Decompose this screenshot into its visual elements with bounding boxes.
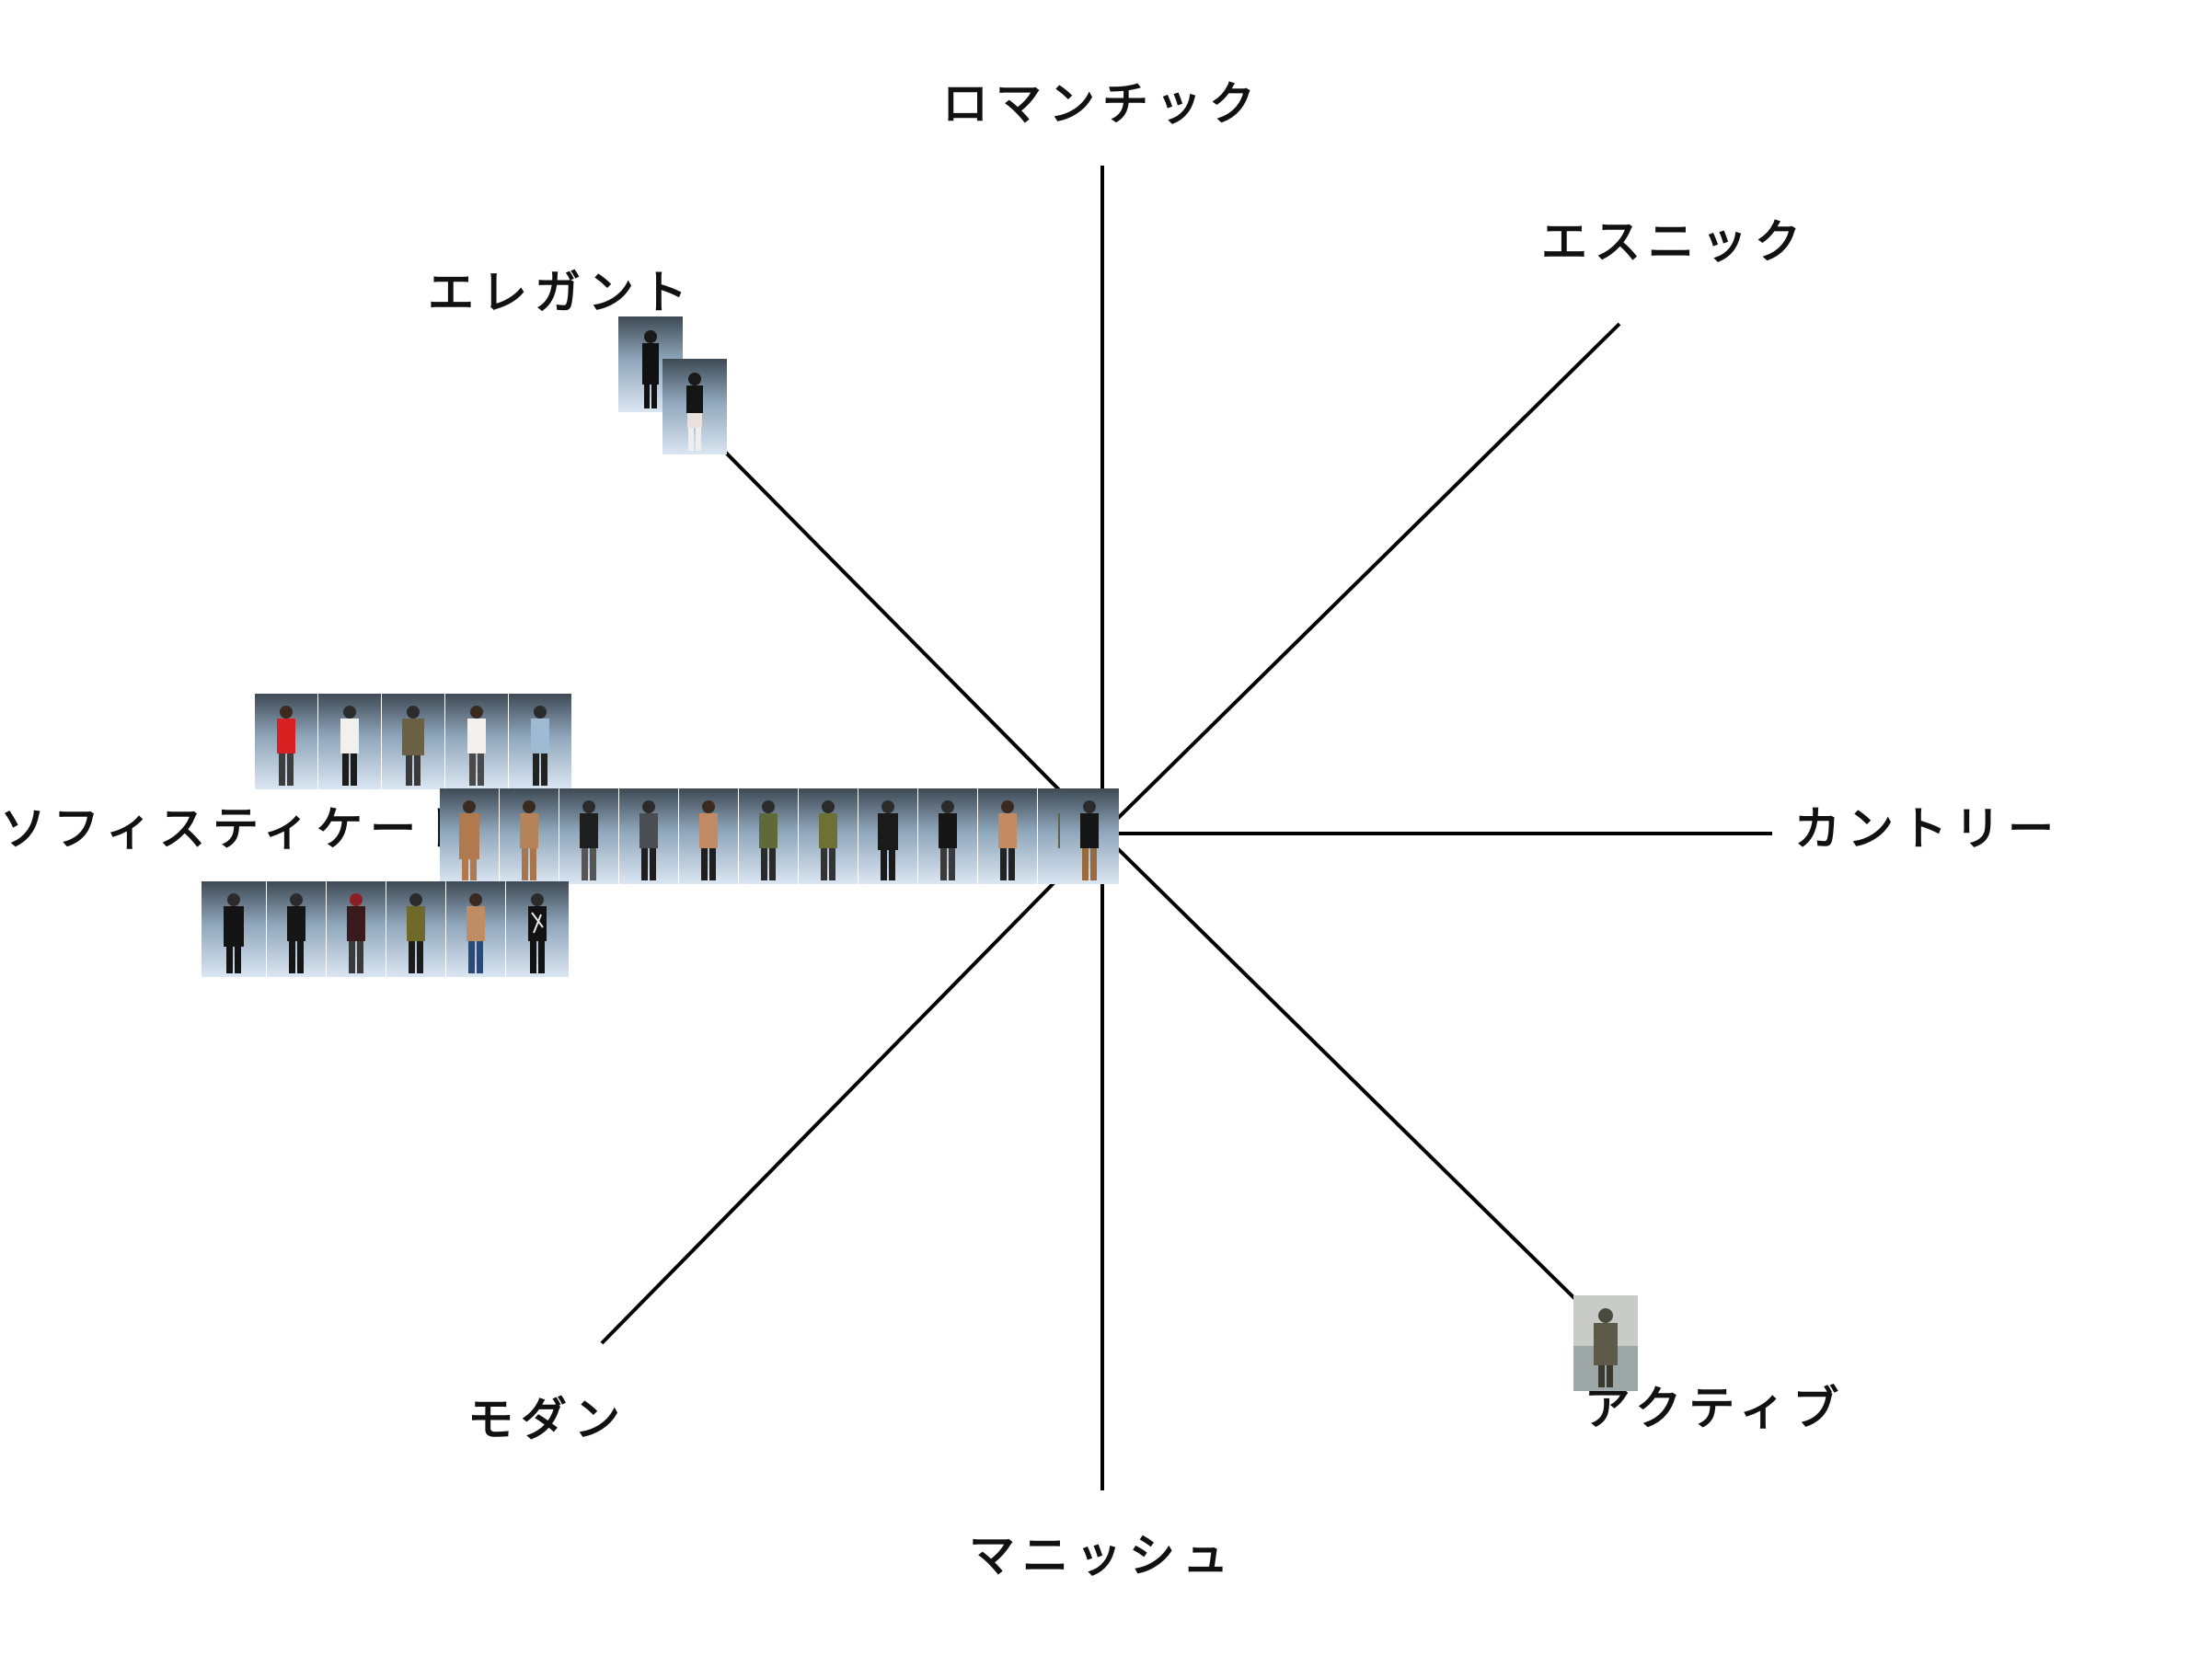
axis-label-sophisticate: ソフィスティケート bbox=[0, 802, 477, 856]
look-group-elegant bbox=[618, 316, 727, 454]
look-thumbnail[interactable] bbox=[506, 881, 569, 977]
look-thumbnail[interactable] bbox=[382, 694, 444, 789]
axis-line-active bbox=[1100, 832, 1577, 1301]
look-thumbnail[interactable] bbox=[440, 788, 499, 884]
look-thumbnail[interactable] bbox=[327, 881, 386, 977]
look-thumbnail[interactable] bbox=[858, 788, 917, 884]
look-thumbnail[interactable] bbox=[318, 694, 381, 789]
axis-label-mannish: マニッシュ bbox=[969, 1529, 1236, 1582]
axis-labels: ロマンチック エスニック カントリー アクティブ マニッシュ モダン ソフィステ… bbox=[0, 77, 2061, 1582]
look-thumbnail[interactable] bbox=[267, 881, 326, 977]
axis-lines bbox=[600, 166, 1772, 1490]
look-thumbnails bbox=[202, 316, 1638, 1391]
axis-line-ethnic bbox=[1100, 322, 1621, 835]
look-thumbnail[interactable] bbox=[1060, 788, 1119, 884]
look-thumbnail[interactable] bbox=[559, 788, 618, 884]
look-thumbnail[interactable] bbox=[500, 788, 559, 884]
axis-label-modern: モダン bbox=[467, 1393, 628, 1446]
axis-label-elegant: エレガント bbox=[428, 266, 695, 319]
look-thumbnail[interactable] bbox=[799, 788, 858, 884]
look-group-active bbox=[1573, 1295, 1638, 1391]
look-thumbnail[interactable] bbox=[739, 788, 798, 884]
look-thumbnail[interactable] bbox=[1573, 1295, 1638, 1391]
look-thumbnail[interactable] bbox=[918, 788, 977, 884]
look-thumbnail[interactable] bbox=[446, 881, 505, 977]
look-thumbnail[interactable] bbox=[978, 788, 1037, 884]
axis-label-ethnic: エスニック bbox=[1541, 215, 1808, 269]
look-thumbnail[interactable] bbox=[679, 788, 738, 884]
look-thumbnail[interactable] bbox=[255, 694, 317, 789]
look-thumbnail[interactable] bbox=[509, 694, 571, 789]
axis-label-country: カントリー bbox=[1794, 802, 2061, 856]
look-thumbnail[interactable] bbox=[445, 694, 508, 789]
look-group-sophisticate bbox=[202, 694, 1119, 977]
axis-label-romantic: ロマンチック bbox=[942, 77, 1262, 131]
look-thumbnail[interactable] bbox=[386, 881, 445, 977]
axis-line-elegant bbox=[718, 444, 1104, 835]
look-thumbnail[interactable] bbox=[662, 359, 727, 454]
axis-line-modern bbox=[600, 832, 1104, 1345]
look-thumbnail[interactable] bbox=[619, 788, 678, 884]
look-thumbnail[interactable] bbox=[202, 881, 266, 977]
